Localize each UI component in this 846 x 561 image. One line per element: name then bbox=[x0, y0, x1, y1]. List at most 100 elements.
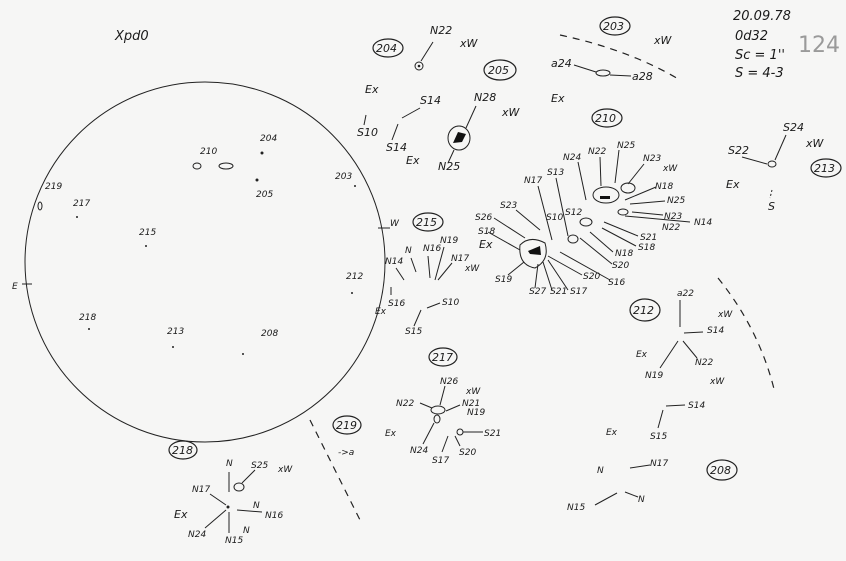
west-label: W bbox=[390, 219, 400, 229]
spot-label: N17 bbox=[451, 254, 469, 264]
seeing-note: S = 4-3 bbox=[735, 66, 784, 81]
spot-label: N15 bbox=[567, 503, 585, 513]
disk-label: 210 bbox=[200, 147, 217, 157]
spot-label: N22 bbox=[430, 24, 452, 37]
group-205: 205 N28 xW N25 bbox=[438, 59, 521, 173]
group-number: 203 bbox=[603, 20, 624, 33]
disk-label: 218 bbox=[79, 313, 96, 323]
spot-label: Ex bbox=[606, 428, 618, 438]
spot-label: S24 bbox=[783, 121, 804, 134]
scale-note: Sc = 1'' bbox=[735, 48, 785, 63]
spot-label: S14 bbox=[707, 326, 724, 336]
spot-label: xW bbox=[465, 387, 481, 397]
spot-label: N22 bbox=[662, 223, 680, 233]
observation-date: 20.09.78 bbox=[733, 9, 791, 24]
east-label: E bbox=[12, 282, 18, 292]
spot-label: N19 bbox=[467, 408, 485, 418]
spot-label: N17 bbox=[650, 459, 668, 469]
observation-time: 0d32 bbox=[735, 29, 768, 44]
group-number: 205 bbox=[488, 64, 509, 77]
spot-label: N22 bbox=[588, 147, 606, 157]
spot-label: Ex bbox=[726, 178, 740, 191]
group-number: 213 bbox=[814, 162, 835, 175]
spot-label: S22 bbox=[728, 144, 749, 157]
spot-label: S20 bbox=[583, 272, 600, 282]
sheet-number: 124 bbox=[798, 33, 840, 58]
spot-label: S13 bbox=[547, 168, 564, 178]
spot-label: xW bbox=[459, 37, 479, 50]
group-213: 213 S24 xW S22 Ex S bbox=[726, 121, 842, 213]
spot-label: N14 bbox=[694, 218, 712, 228]
spot-label: S26 bbox=[475, 213, 492, 223]
spot-label: xW bbox=[464, 264, 480, 274]
spot-label: N21 bbox=[462, 399, 480, 409]
spot-label: N25 bbox=[438, 160, 460, 173]
spot-label: N14 bbox=[385, 257, 403, 267]
spot-label: S bbox=[768, 200, 775, 213]
spot-label: S12 bbox=[565, 208, 582, 218]
disk-label: 219 bbox=[45, 182, 62, 192]
spot-label: a28 bbox=[632, 70, 653, 83]
spot-label: xW bbox=[277, 465, 293, 475]
spot-label: Ex bbox=[174, 508, 188, 521]
spot-label: N23 bbox=[643, 154, 661, 164]
disk-label: 208 bbox=[261, 329, 278, 339]
group-number: 212 bbox=[633, 304, 654, 317]
group-number: 217 bbox=[432, 351, 453, 364]
spot-label: a24 bbox=[551, 57, 572, 70]
spot-label: Ex bbox=[365, 83, 379, 96]
spot-label: S14 bbox=[420, 94, 441, 107]
group-215: 215 N14 N N16 N19 N17 xW S16 Ex S10 S15 bbox=[375, 212, 480, 337]
spot-label: xW bbox=[662, 164, 678, 174]
spot-label: xW bbox=[805, 137, 825, 150]
spot-label: N24 bbox=[563, 153, 581, 163]
spot-label: N18 bbox=[615, 249, 633, 259]
spot-label: S15 bbox=[405, 327, 422, 337]
spot-label: N26 bbox=[440, 377, 458, 387]
spot-label: N18 bbox=[655, 182, 673, 192]
spot-label: N bbox=[597, 466, 604, 476]
spot-label: N22 bbox=[396, 399, 414, 409]
disk-label: 203 bbox=[335, 172, 352, 182]
spot-label: N bbox=[253, 501, 260, 511]
spot-label: N bbox=[243, 526, 250, 536]
disk-label: 205 bbox=[256, 190, 273, 200]
group-number: 218 bbox=[172, 444, 193, 457]
spot-label: N19 bbox=[645, 371, 663, 381]
spot-label: S17 bbox=[570, 287, 587, 297]
spot-label: N24 bbox=[188, 530, 206, 540]
spot-label: Ex bbox=[375, 307, 387, 317]
spot-label: Ex bbox=[406, 154, 420, 167]
spot-label: S20 bbox=[612, 261, 629, 271]
spot-label: xW bbox=[653, 34, 673, 47]
spot-label: ->a bbox=[338, 448, 354, 458]
group-204: 204 N22 xW Ex S10 S14 S14 Ex bbox=[357, 24, 479, 167]
disk-label: 213 bbox=[167, 327, 184, 337]
spot-label: S18 bbox=[638, 243, 655, 253]
spot-label: S21 bbox=[550, 287, 567, 297]
spot-label: N16 bbox=[423, 244, 441, 254]
spot-label: N22 bbox=[695, 358, 713, 368]
group-218: 218 N S25 xW N17 Ex N24 N15 N N16 N bbox=[168, 440, 293, 546]
group-number-208: 208 bbox=[710, 464, 731, 477]
spot-label: S21 bbox=[484, 429, 501, 439]
spot-label: N17 bbox=[192, 485, 210, 495]
spot-label: xW bbox=[709, 377, 725, 387]
disk-label: 204 bbox=[260, 134, 277, 144]
disk-label: 215 bbox=[139, 228, 156, 238]
spot-label: S14 bbox=[386, 141, 407, 154]
solar-disk: E W 210 204 205 203 219 217 215 212 218 … bbox=[12, 81, 400, 443]
spot-label: S10 bbox=[442, 298, 459, 308]
spot-label: Ex bbox=[385, 429, 397, 439]
spot-label: S21 bbox=[640, 233, 657, 243]
observer-code: Xpd0 bbox=[114, 29, 149, 44]
group-number: 204 bbox=[376, 42, 397, 55]
spot-label: xW bbox=[717, 310, 733, 320]
group-219: 219 ->a bbox=[309, 415, 362, 521]
spot-label: S27 bbox=[529, 287, 546, 297]
spot-label: N bbox=[638, 495, 645, 505]
spot-label: N16 bbox=[265, 511, 283, 521]
spot-label: a22 bbox=[677, 289, 694, 299]
